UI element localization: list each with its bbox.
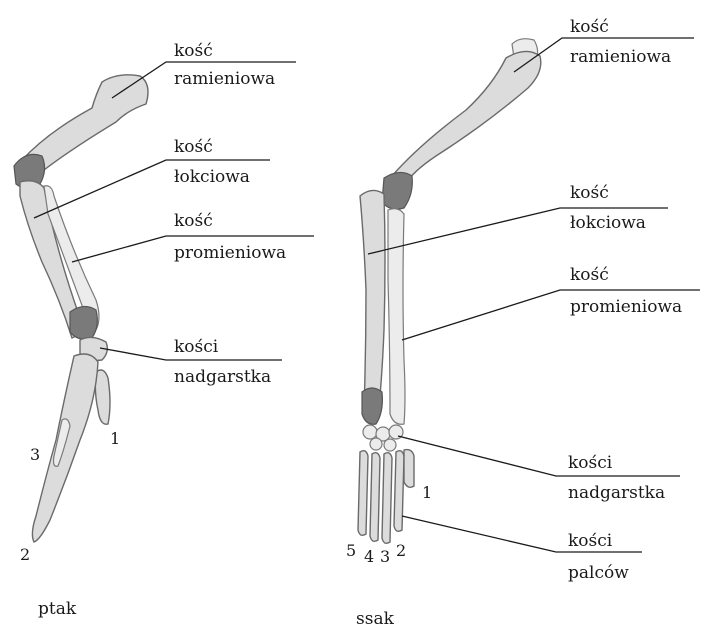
- bird-caption: ptak: [38, 599, 77, 619]
- bird-digit-number-1: 1: [110, 429, 120, 448]
- mammal-digit-1: [404, 450, 414, 488]
- bird-label-ulna-line2: łokciowa: [174, 167, 250, 187]
- mammal-leader-lines: [368, 38, 700, 552]
- mammal-digit-number-1: 1: [422, 483, 432, 502]
- mammal-arm-skeleton: [358, 39, 541, 544]
- mammal-distal-ulna: [362, 388, 382, 424]
- mammal-label-humerus-line2: ramieniowa: [570, 47, 671, 67]
- mammal-digit-number-4: 4: [364, 547, 374, 566]
- mammal-humerus: [392, 51, 541, 186]
- bird-digit-1: [95, 370, 110, 424]
- mammal-label-ulna-line1: kość: [570, 183, 609, 203]
- bird-digit-number-3: 3: [30, 445, 40, 464]
- mammal-carpals: [363, 425, 403, 451]
- bird-hand: [32, 354, 98, 542]
- mammal-digit-number-3: 3: [380, 547, 390, 566]
- mammal-label-phalanges-line1: kości: [568, 531, 613, 551]
- mammal-radius: [388, 209, 405, 425]
- mammal-digit-2: [394, 451, 404, 532]
- mammal-label-phalanges-line2: palców: [568, 563, 629, 583]
- mammal-label-humerus-line1: kość: [570, 17, 609, 37]
- mammal-digits: [358, 450, 414, 544]
- mammal-digit-4: [370, 453, 380, 542]
- mammal-digit-3: [382, 453, 392, 544]
- mammal-label-ulna-line2: łokciowa: [570, 213, 646, 233]
- bird-label-humerus-line2: ramieniowa: [174, 69, 275, 89]
- mammal-digit-number-5: 5: [346, 541, 356, 560]
- mammal-label-radius-line2: promieniowa: [570, 297, 682, 317]
- bird-digit-number-2: 2: [20, 545, 30, 564]
- bird-label-radius-line2: promieniowa: [174, 243, 286, 263]
- bird-label-ulna-line1: kość: [174, 137, 213, 157]
- bird-label-carpals-line1: kości: [174, 337, 219, 357]
- mammal-ulna: [360, 190, 385, 417]
- bird-wing-skeleton: [14, 75, 148, 542]
- bird-label-carpals-line2: nadgarstka: [174, 367, 271, 387]
- bird-label-humerus-line1: kość: [174, 41, 213, 61]
- mammal-label-radius-line1: kość: [570, 265, 609, 285]
- mammal-digit-number-2: 2: [396, 541, 406, 560]
- mammal-elbow: [382, 172, 412, 209]
- bird-label-radius-line1: kość: [174, 211, 213, 231]
- mammal-caption: ssak: [356, 609, 395, 629]
- mammal-label-carpals-line1: kości: [568, 453, 613, 473]
- mammal-label-carpals-line2: nadgarstka: [568, 483, 665, 503]
- bird-distal-radius-ulna: [70, 306, 97, 339]
- mammal-digit-5: [358, 451, 368, 536]
